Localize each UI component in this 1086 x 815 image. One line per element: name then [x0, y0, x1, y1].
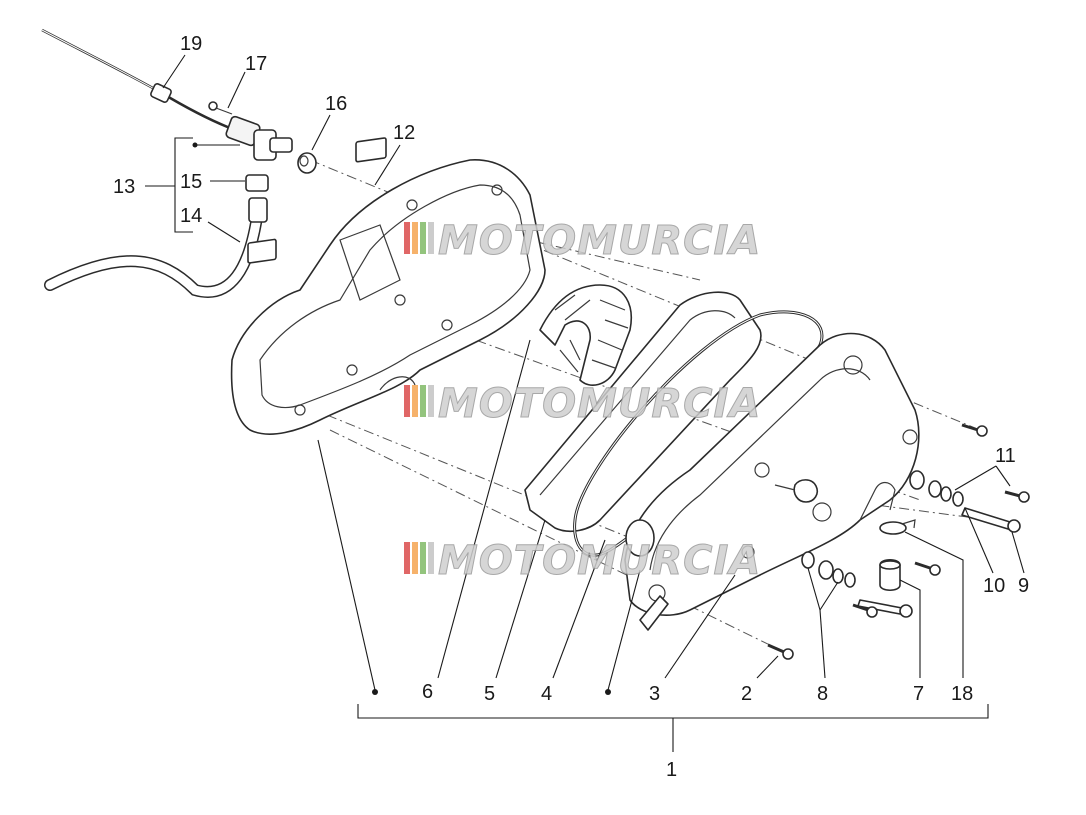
- callout-11: 11: [995, 445, 1016, 467]
- spring-clips: [247, 137, 387, 264]
- callout-18: 18: [951, 683, 973, 705]
- air-filter-rear-housing: [230, 159, 546, 435]
- watermark-text: MOTOMURCIA: [438, 381, 761, 427]
- leader-lines: [145, 54, 1025, 752]
- watermark-bottom: MOTOMURCIA: [404, 538, 761, 585]
- callout-4: 4: [541, 683, 552, 705]
- callout-6: 6: [422, 681, 433, 703]
- callout-13: 13: [113, 176, 135, 198]
- callout-8: 8: [817, 683, 828, 705]
- callout-12: 12: [393, 122, 415, 144]
- callout-16: 16: [325, 93, 347, 115]
- callout-19: 19: [180, 33, 202, 55]
- watermark-text: MOTOMURCIA: [438, 218, 761, 264]
- callout-7: 7: [913, 683, 924, 705]
- temperature-sensor-assembly: [41, 28, 317, 192]
- air-filter-cover: [624, 332, 920, 631]
- callout-2: 2: [741, 683, 752, 705]
- breather-hose: [44, 197, 268, 298]
- intake-duct: [539, 284, 632, 386]
- fasteners: [767, 423, 1030, 660]
- callout-5: 5: [484, 683, 495, 705]
- callout-labels: 19 17 16 12 13 15 14 11 10 9 6 5 4 3 2 8…: [113, 33, 1029, 781]
- watermark-middle: MOTOMURCIA: [404, 381, 761, 428]
- callout-3: 3: [649, 683, 660, 705]
- watermark-text: MOTOMURCIA: [438, 538, 761, 584]
- callout-10: 10: [983, 575, 1005, 597]
- callout-15: 15: [180, 171, 202, 193]
- watermark-top: MOTOMURCIA: [404, 218, 761, 265]
- reference-dot-middle: [605, 689, 611, 695]
- reference-dot-left: [372, 689, 378, 695]
- callout-1: 1: [666, 759, 677, 781]
- callout-9: 9: [1018, 575, 1029, 597]
- callout-14: 14: [180, 205, 202, 227]
- callout-17: 17: [245, 53, 267, 75]
